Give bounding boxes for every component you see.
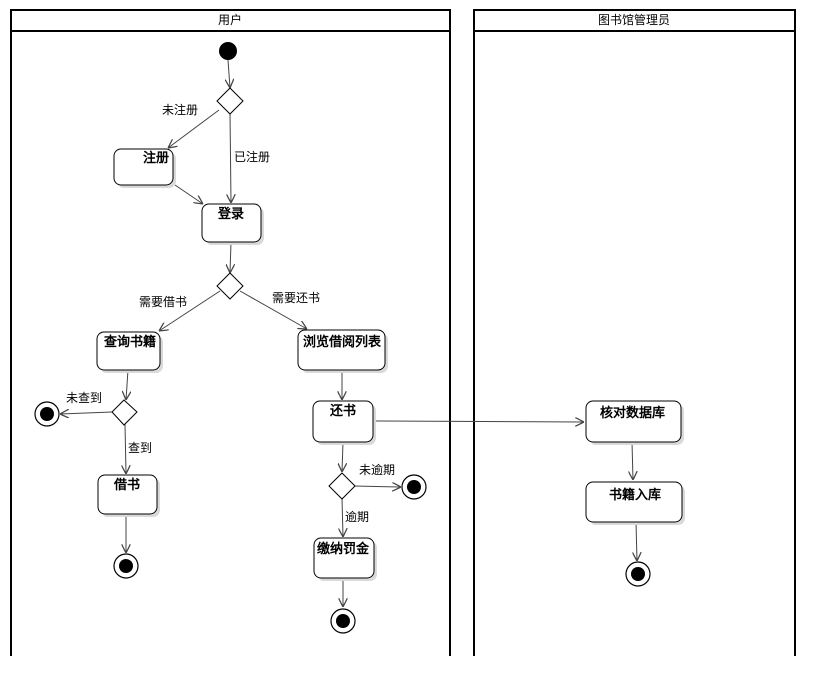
guard-need-return: 需要还书 (272, 291, 320, 305)
swimlane-librarian-title: 图书馆管理员 (598, 12, 670, 27)
decision-registered (216, 87, 244, 115)
swimlane-librarian: 图书馆管理员 (473, 9, 796, 656)
final-node-not-overdue (401, 474, 427, 500)
action-browse-list[interactable]: 浏览借阅列表 (297, 329, 388, 373)
decision-need-type (216, 272, 244, 300)
guard-need-borrow: 需要借书 (139, 295, 187, 309)
swimlane-user-title: 用户 (218, 12, 242, 27)
swimlane-user: 用户 (10, 9, 451, 656)
action-verify-db[interactable]: 核对数据库 (585, 400, 684, 445)
action-search-books[interactable]: 查询书籍 (96, 331, 163, 373)
flow-start-to-decision (228, 59, 230, 88)
action-book-storage-label: 书籍入库 (609, 487, 661, 503)
action-pay-fine-label: 缴纳罚金 (317, 541, 370, 557)
action-return-book[interactable]: 还书 (312, 400, 376, 445)
guard-unregistered: 未注册 (162, 102, 198, 117)
flow-to-register (168, 109, 220, 148)
flow-decision-to-pay-fine (342, 497, 343, 537)
flow-return-to-verify (372, 421, 584, 422)
action-search-books-label: 查询书籍 (103, 334, 156, 350)
final-node-storage (625, 561, 651, 587)
action-borrow-label: 借书 (113, 477, 140, 493)
action-return-book-label: 还书 (329, 403, 356, 419)
action-browse-list-label: 浏览借阅列表 (303, 334, 382, 350)
action-pay-fine[interactable]: 缴纳罚金 (313, 537, 377, 581)
flow-login-to-decision (230, 241, 231, 273)
flow-to-end-not-overdue (353, 486, 401, 487)
flow-verify-to-storage (632, 441, 633, 480)
final-node-fine (330, 608, 356, 634)
action-book-storage[interactable]: 书籍入库 (585, 481, 685, 525)
flow-to-browse-list (239, 290, 307, 329)
final-node-not-found (34, 401, 60, 427)
flow-to-search-books (159, 290, 221, 331)
flow-register-to-login (174, 184, 203, 204)
action-borrow[interactable]: 借书 (97, 474, 160, 517)
action-verify-db-label: 核对数据库 (600, 405, 665, 421)
decision-found (111, 399, 138, 426)
guard-overdue: 逾期 (345, 509, 369, 524)
flow-storage-to-end (636, 521, 637, 561)
guard-registered: 已注册 (234, 149, 270, 164)
guard-not-overdue: 未逾期 (359, 462, 395, 477)
flow-decision-to-borrow (125, 423, 126, 474)
flow-to-end-not-found (60, 412, 113, 414)
decision-overdue (328, 472, 356, 500)
action-register-label: 注册 (143, 150, 169, 166)
guard-not-found: 未查到 (66, 391, 102, 405)
flows (60, 59, 637, 607)
action-login[interactable]: 登录 (201, 203, 264, 245)
flow-decision-to-login (230, 112, 231, 203)
flow-return-to-decision (342, 441, 343, 472)
guard-found: 查到 (128, 441, 152, 455)
initial-node (219, 42, 237, 60)
final-node-borrow (113, 553, 139, 579)
action-register[interactable]: 注册 (113, 148, 176, 188)
action-login-label: 登录 (217, 206, 244, 222)
flow-search-to-decision (126, 369, 128, 400)
